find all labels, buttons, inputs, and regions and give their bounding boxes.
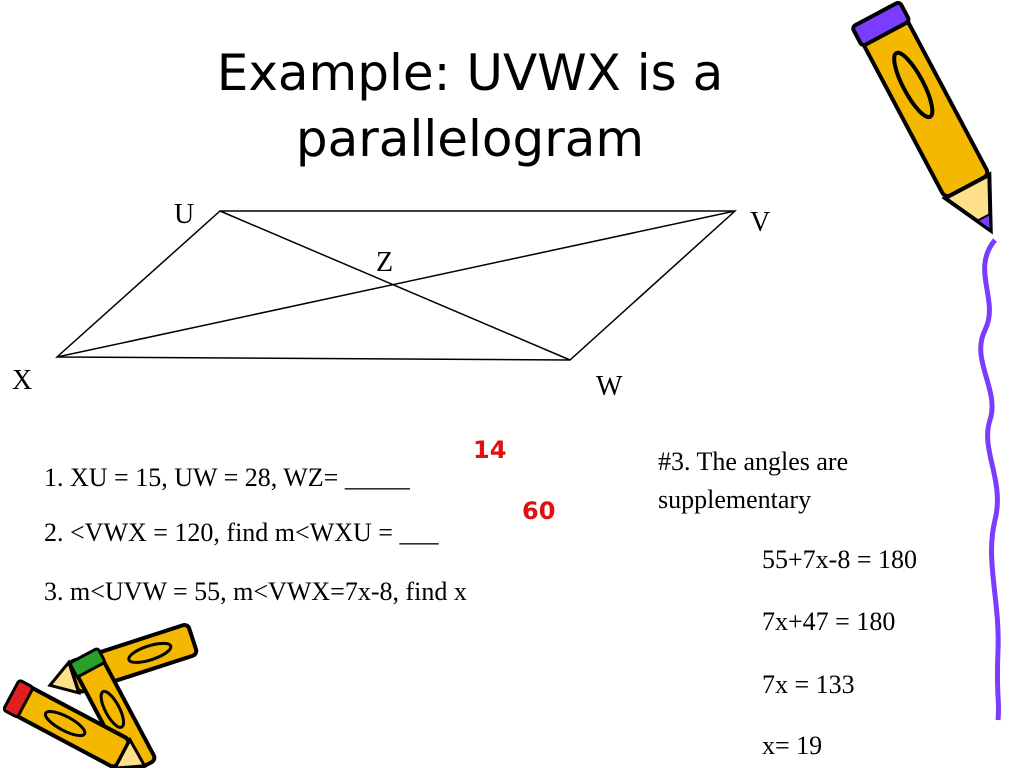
- crossed-pencils-clipart-icon: [2, 623, 199, 768]
- slide-title: Example: UVWX is a parallelogram: [90, 40, 850, 172]
- solution-step-2: 7x+47 = 180: [762, 607, 896, 636]
- solution-step-3: 7x = 133: [762, 670, 855, 699]
- solution-step-1: 55+7x-8 = 180: [762, 545, 917, 574]
- solution-heading: #3. The angles are supplementary: [658, 443, 958, 519]
- diagonal-vx: [56, 210, 736, 358]
- vertex-label-w: W: [596, 371, 623, 402]
- title-line-1: Example: UVWX is a: [216, 44, 724, 102]
- solution-heading-line-1: #3. The angles are: [658, 447, 849, 476]
- question-3: 3. m<UVW = 55, m<VWX=7x-8, find x: [44, 577, 467, 606]
- title-line-2: parallelogram: [295, 110, 645, 168]
- vertex-label-u: U: [174, 199, 195, 230]
- vertex-label-v: V: [750, 207, 771, 238]
- question-1: 1. XU = 15, UW = 28, WZ= _____: [44, 463, 410, 492]
- question-2: 2. <VWX = 120, find m<WXU = ___: [44, 518, 439, 547]
- pencil-clipart-icon: [851, 1, 1002, 721]
- answer-2: 60: [522, 497, 556, 525]
- solution-step-4: x= 19: [762, 731, 823, 760]
- answer-1: 14: [473, 436, 507, 464]
- vertex-label-x: X: [12, 365, 33, 396]
- solution-heading-line-2: supplementary: [658, 485, 812, 514]
- parallelogram-diagram: [55, 210, 737, 361]
- diagonal-uw: [219, 210, 571, 361]
- vertex-label-z: Z: [376, 247, 394, 278]
